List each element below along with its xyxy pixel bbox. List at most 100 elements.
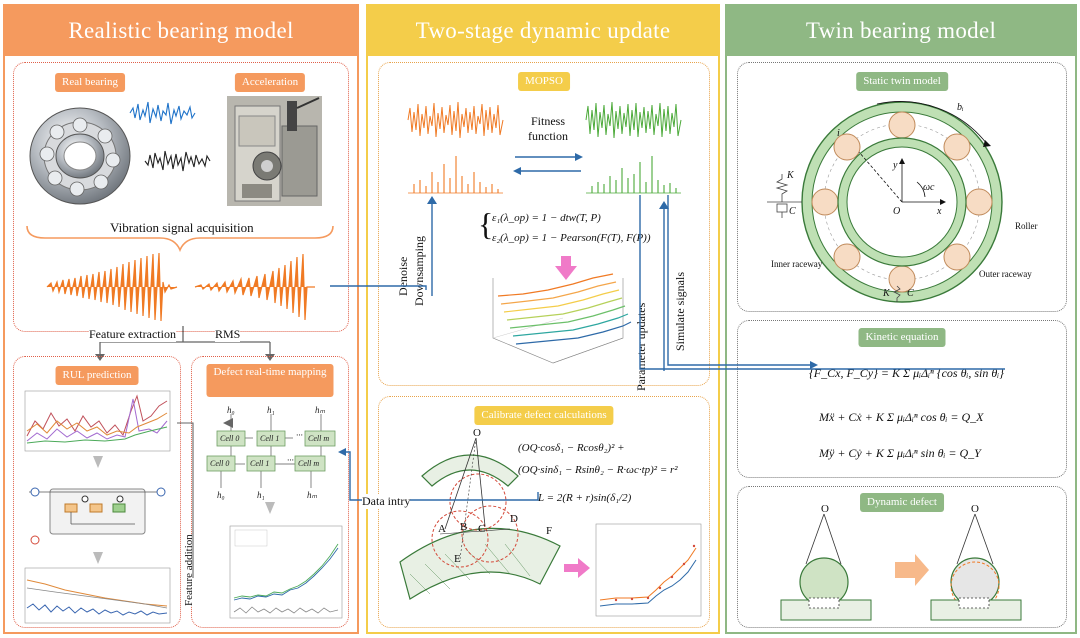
data-entry-label: Data intry	[362, 494, 411, 509]
real-bearing-image	[29, 107, 131, 205]
panel-title-realistic: Realistic bearing model	[5, 6, 357, 56]
fitness-equation-1: ε₁(λ_op) = 1 − dtw(T, P)	[492, 212, 601, 224]
geom-label-D: D	[510, 513, 518, 525]
rul-down-arrow-2	[93, 552, 103, 564]
geom-label-C: C	[478, 523, 485, 535]
svg-text:h₀: h₀	[227, 405, 235, 415]
geom-label-F: F	[546, 525, 552, 537]
cell-label-bottom-m: Cell m	[298, 459, 319, 468]
rul-prediction-box	[13, 356, 181, 628]
kinetic-equation-2: Mẍ + Cẋ + K Σ μᵢΔᵢⁿ cos θᵢ = Q_X	[819, 410, 984, 424]
dynamic-defect-box	[737, 486, 1067, 628]
panel-title-two-stage: Two-stage dynamic update	[368, 6, 718, 56]
acquisition-box	[13, 62, 349, 332]
defect-mapping-box	[191, 356, 349, 628]
brace-eq: {	[478, 206, 494, 242]
fitness-function-label: Fitness function	[528, 114, 568, 143]
acceleration-label: Acceleration	[234, 73, 306, 92]
damper-C-bottom: C	[907, 288, 914, 299]
fitness-equation-2: ε₂(λ_op) = 1 − Pearson(F(T), F(P))	[492, 232, 651, 244]
kinetic-box	[737, 320, 1067, 478]
rul-prediction-label: RUL prediction	[55, 366, 139, 385]
kinetic-equation-3: Mÿ + Cẏ + K Σ μᵢΔᵢⁿ sin θᵢ = Q_Y	[819, 446, 981, 460]
rul-feature-plot	[24, 390, 171, 452]
svg-text:h₁: h₁	[267, 405, 275, 415]
black-vibration-signal	[144, 150, 211, 172]
kinetic-label: Kinetic equation	[858, 328, 946, 347]
panel-realistic-bearing-model: Realistic bearing model Real bearing Acc…	[3, 4, 359, 634]
feature-extraction-label: Feature extraction	[89, 327, 176, 342]
simulated-spectrum-green	[586, 156, 681, 194]
defect-down-arrow	[265, 502, 275, 514]
acquisition-brace	[26, 225, 334, 253]
spring-K-bottom: K	[882, 288, 891, 299]
mopso-label: MOPSO	[518, 72, 570, 91]
blue-vibration-signal	[129, 101, 196, 125]
damper-C-left: C	[789, 206, 796, 217]
axis-x-label: x	[936, 206, 942, 217]
denoise-up-arrow	[427, 196, 437, 296]
feature-addition-arrow	[177, 418, 233, 578]
static-twin-box	[737, 62, 1067, 312]
geom-label-B: B	[460, 521, 467, 533]
center-O-label: O	[893, 206, 900, 217]
calibrate-equation-2: (OQ·sinδ₁ − Rsinθ₂ − R·ωc·tp)² = r²	[518, 464, 678, 476]
measured-signal-orange	[407, 101, 504, 139]
cell-label-top-0: Cell 0	[220, 434, 239, 443]
panel-twin-bearing-model: Twin bearing model Static twin model K C	[725, 4, 1077, 634]
geom-label-O: O	[473, 427, 481, 439]
cell-label-bottom-0: Cell 0	[210, 459, 229, 468]
simulate-signals-arrow	[659, 201, 669, 371]
rul-result-plot	[24, 567, 171, 624]
acceleration-rig-image	[227, 96, 322, 206]
panel-two-stage-update: Two-stage dynamic update MOPSO Fitness f…	[366, 4, 720, 634]
rul-down-arrow-1	[93, 456, 103, 468]
vibration-burst-signal-2	[194, 253, 315, 321]
defect-geometry-diagram: O A B C D E F	[399, 427, 561, 600]
geom-label-A: A	[438, 523, 446, 535]
roller-label: Roller	[1015, 221, 1038, 231]
static-twin-label: Static twin model	[856, 72, 948, 91]
svg-text:h₀: h₀	[217, 490, 225, 500]
inner-raceway-label: Inner raceway	[771, 259, 823, 269]
svg-text:···: ···	[296, 430, 303, 440]
svg-text:O: O	[821, 503, 829, 515]
mopso-box	[378, 62, 710, 386]
defect-mapping-label: Defect real-time mapping	[206, 364, 334, 397]
svg-text:hₘ: hₘ	[315, 405, 326, 415]
calibrate-box	[378, 396, 710, 628]
omega-label: ωc	[923, 182, 935, 193]
panel-title-twin: Twin bearing model	[727, 6, 1075, 56]
feature-extraction-arrows	[95, 326, 275, 361]
dynamic-defect-diagram: O O	[780, 503, 1022, 621]
cell-label-top-m: Cell m	[308, 434, 329, 443]
calibration-result-plot	[595, 523, 702, 617]
pink-right-arrow	[564, 558, 590, 578]
static-twin-bearing-diagram: K C K C x y O bᵢ i ωc	[767, 101, 1003, 303]
axis-y-label: y	[892, 160, 898, 171]
geom-label-E: E	[454, 553, 461, 565]
rul-network-diagram	[25, 474, 170, 549]
outer-raceway-label: Outer raceway	[979, 269, 1032, 279]
cell-label-bottom-1: Cell 1	[250, 459, 269, 468]
calibrate-equation-1: (OQ·cosδ₁ − Rcosθ₂)² +	[518, 442, 625, 454]
spring-K-left: K	[786, 170, 795, 181]
bi-label: bᵢ	[957, 102, 964, 113]
optimization-surface-plot	[492, 273, 632, 364]
svg-text:···: ···	[287, 455, 294, 465]
fitness-exchange-arrows	[513, 153, 583, 175]
real-bearing-label: Real bearing	[55, 73, 125, 92]
calibrate-label: Calibrate defect calculations	[474, 406, 614, 425]
pink-down-arrow	[555, 256, 577, 280]
defect-mapping-plot	[229, 525, 343, 619]
simulated-signal-green	[585, 101, 682, 139]
i-label: i	[837, 128, 840, 139]
rms-label: RMS	[215, 327, 241, 342]
calibrate-equation-3: L = 2(R + r)sin(δ₁/2)	[538, 492, 632, 504]
svg-text:h₁: h₁	[257, 490, 265, 500]
dynamic-defect-label: Dynamic defect	[860, 493, 944, 512]
vibration-burst-signal-1	[46, 252, 178, 322]
vibration-acquisition-label: Vibration signal acquisition	[107, 220, 257, 236]
svg-text:O: O	[971, 503, 979, 515]
